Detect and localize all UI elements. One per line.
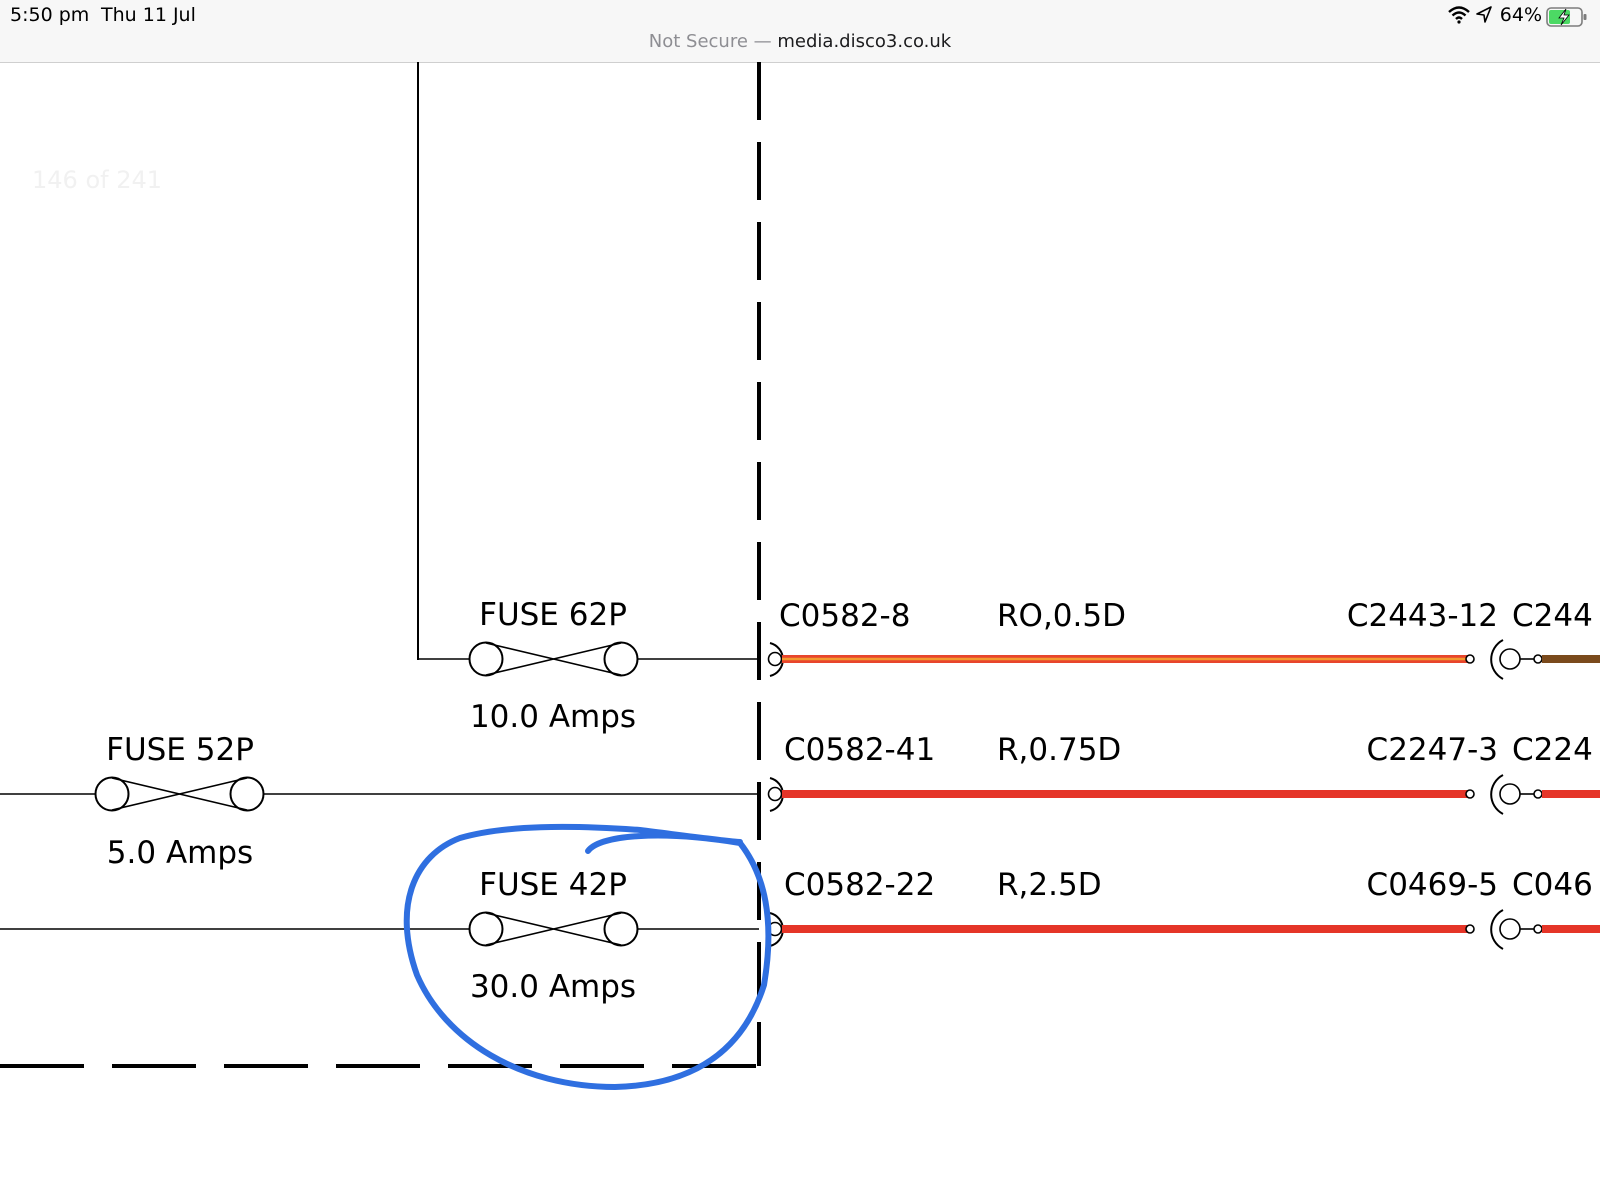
- status-icons: 64%: [1428, 3, 1588, 29]
- wiring-diagram-canvas: FUSE 62P 10.0 Amps FUSE 52P 5.0 Amps FUS…: [0, 62, 1600, 1200]
- next-connector-label: C046: [1512, 867, 1593, 903]
- status-bar: 5:50 pm Thu 11 Jul Not Secure — media.di…: [0, 0, 1600, 63]
- fuse-62p-label: FUSE 62P: [479, 597, 627, 633]
- address-bar[interactable]: Not Secure — media.disco3.co.uk: [0, 31, 1600, 52]
- page-counter: 146 of 241: [32, 166, 162, 194]
- from-connector-label: C0582-41: [784, 732, 935, 768]
- status-time: 5:50 pm: [10, 4, 89, 26]
- wiring-diagram: 146 of 241 FUSE 62P 10.0 Amps FUSE 52P 5…: [0, 62, 1600, 1200]
- status-date: Thu 11 Jul: [101, 4, 196, 26]
- battery-percent: 64%: [1500, 4, 1542, 26]
- url-host: media.disco3.co.uk: [777, 31, 951, 52]
- url-separator: —: [754, 31, 772, 52]
- fuse-52p-label: FUSE 52P: [106, 732, 254, 768]
- from-connector-label: C0582-22: [784, 867, 935, 903]
- not-secure-label: Not Secure: [649, 31, 748, 52]
- hand-drawn-circle-annotation: [407, 827, 769, 1087]
- fuse-52p-symbol: [96, 778, 264, 811]
- wire-spec-label: R,2.5D: [997, 867, 1102, 903]
- wire-row-2: C0582-41 R,0.75D C2247-3 C224: [769, 732, 1600, 814]
- fuse-62p-symbol: [470, 643, 638, 676]
- next-connector-label: C244: [1512, 598, 1593, 634]
- fuse-42p-symbol: [470, 913, 638, 946]
- to-connector-label: C2443-12: [1347, 598, 1498, 634]
- wire-spec-label: RO,0.5D: [997, 598, 1126, 634]
- wire-row-1: C0582-8 RO,0.5D C2443-12 C244: [769, 598, 1600, 679]
- fuse-42p-label: FUSE 42P: [479, 867, 627, 903]
- to-connector-label: C0469-5: [1367, 867, 1498, 903]
- fuse-62p-rating: 10.0 Amps: [470, 699, 636, 735]
- fuse-42p-rating: 30.0 Amps: [470, 969, 636, 1005]
- wire-row-3: C0582-22 R,2.5D C0469-5 C046: [769, 867, 1600, 949]
- wire-spec-label: R,0.75D: [997, 732, 1121, 768]
- fuse-52p-rating: 5.0 Amps: [107, 835, 253, 871]
- to-connector-label: C2247-3: [1367, 732, 1498, 768]
- from-connector-label: C0582-8: [779, 598, 910, 634]
- next-connector-label: C224: [1512, 732, 1593, 768]
- location-arrow-icon: [1476, 6, 1492, 24]
- wifi-icon: [1448, 6, 1470, 24]
- battery-charging-icon: [1546, 6, 1588, 28]
